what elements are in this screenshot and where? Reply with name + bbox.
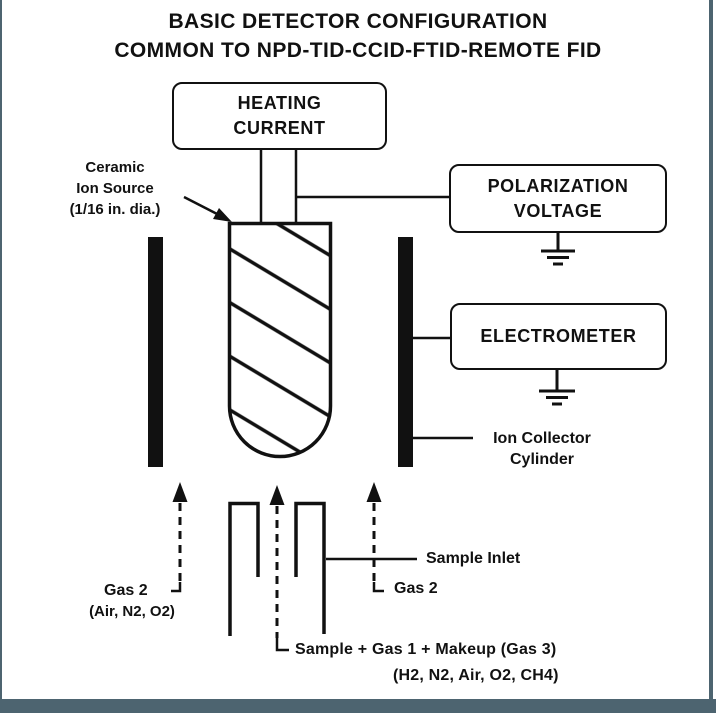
sample-tube-left xyxy=(228,501,260,636)
polarization-voltage-box: POLARIZATION VOLTAGE xyxy=(449,164,667,233)
sample-mix-flow-arrow xyxy=(269,485,289,652)
ceramic-label-line2: Ion Source xyxy=(76,180,154,197)
electrometer-label: ELECTROMETER xyxy=(480,326,637,346)
frame-edge-right xyxy=(709,0,713,713)
polarization-voltage-label-line2: VOLTAGE xyxy=(513,200,603,221)
sample-mix-label: Sample + Gas 1 + Makeup (Gas 3) xyxy=(295,641,557,658)
ground-icon-polarization xyxy=(541,233,575,266)
diagram-title-line1: BASIC DETECTOR CONFIGURATION xyxy=(168,10,548,33)
sample-tube-right xyxy=(294,501,326,634)
ion-collector-cylinder-label: Ion Collector Cylinder xyxy=(463,428,621,470)
ion-collector-label-line1: Ion Collector xyxy=(493,430,591,447)
ion-collector-label-line2: Cylinder xyxy=(509,451,574,468)
ceramic-ion-source-label: Ceramic Ion Source (1/16 in. dia.) xyxy=(35,157,195,220)
frame-edge-bottom xyxy=(0,699,716,713)
electrometer-box: ELECTROMETER xyxy=(450,303,667,370)
gas2-left-flow-arrow xyxy=(171,482,188,593)
diagram-title: BASIC DETECTOR CONFIGURATION COMMON TO N… xyxy=(0,7,716,65)
diagram-title-line2: COMMON TO NPD-TID-CCID-FTID-REMOTE FID xyxy=(114,39,602,62)
gas2-left-gases-label: (Air, N2, O2) xyxy=(89,603,175,620)
collector-bar-left xyxy=(148,237,163,467)
gas2-left-label: Gas 2 xyxy=(104,582,148,599)
heating-current-label-line2: CURRENT xyxy=(233,118,326,138)
heating-current-label-line1: HEATING xyxy=(237,93,322,113)
ground-icon-electrometer xyxy=(539,370,575,406)
sample-inlet-label: Sample Inlet xyxy=(426,550,521,567)
collector-bar-right xyxy=(398,237,413,467)
frame-edge-left xyxy=(0,0,2,713)
ion-source-tube xyxy=(227,221,333,459)
sample-mix-gases-label: (H2, N2, Air, O2, CH4) xyxy=(393,667,559,684)
gas2-right-label: Gas 2 xyxy=(394,580,438,597)
gas2-right-flow-arrow xyxy=(366,482,384,593)
ceramic-label-line1: Ceramic xyxy=(85,159,145,176)
ceramic-arrow-icon xyxy=(183,195,232,222)
ceramic-label-line3: (1/16 in. dia.) xyxy=(69,201,161,218)
heating-current-box: HEATING CURRENT xyxy=(172,82,387,150)
polarization-voltage-label-line1: POLARIZATION xyxy=(487,175,629,196)
